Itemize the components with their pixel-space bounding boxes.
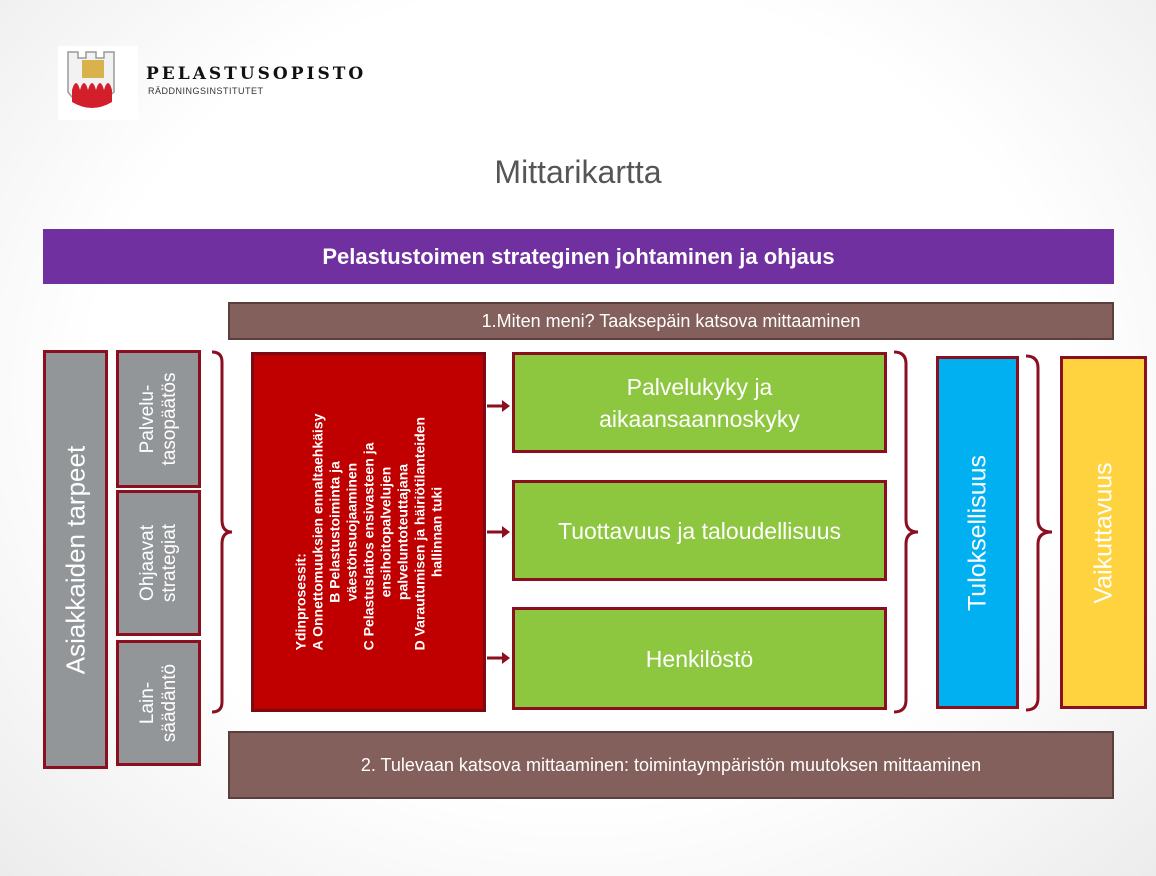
page-title: Mittarikartta [494,154,662,190]
personnel-label: Henkilöstö [645,645,754,672]
strategy-banner: Pelastustoimen strateginen johtaminen ja… [43,229,1114,284]
bracket-right [1025,354,1053,712]
capability-box: Palvelukyky ja aikaansaannoskyky [512,352,887,453]
logo-name: Pelastusopisto [146,64,367,84]
productivity-box: Tuottavuus ja taloudellisuus [512,480,887,581]
logo-emblem [58,46,138,120]
strategies-box: Ohjaavat strategiat [116,490,201,636]
service-level-box: Palvelu- tasopäätös [116,350,201,488]
forward-measurement-bar: 2. Tulevaan katsova mittaaminen: toimint… [228,731,1114,799]
customer-needs-box: Asiakkaiden tarpeet [43,350,108,769]
legislation-box: Lain- säädäntö [116,640,201,766]
arrowhead [502,652,510,664]
core-processes-box: Ydinprosessit: A Onnettomuuksien ennalta… [251,352,486,712]
forward-measurement-label: 2. Tulevaan katsova mittaaminen: toimint… [360,754,982,775]
productivity-label: Tuottavuus ja taloudellisuus [558,517,841,544]
impact-box: Vaikuttavuus [1060,356,1147,709]
personnel-box: Henkilöstö [512,607,887,710]
results-box: Tuloksellisuus [936,356,1019,709]
backward-measurement-bar: 1.Miten meni? Taaksepäin katsova mittaam… [228,302,1114,340]
arrowhead [502,400,510,412]
bracket-left [211,350,233,714]
logo-subtitle: Räddningsinstitutet [148,86,264,96]
capability-line2: aikaansaannoskyky [599,405,800,432]
arrowhead [502,526,510,538]
capability-line1: Palvelukyky ja [626,373,773,400]
backward-measurement-label: 1.Miten meni? Taaksepäin katsova mittaam… [481,310,861,331]
bracket-middle [893,350,919,714]
